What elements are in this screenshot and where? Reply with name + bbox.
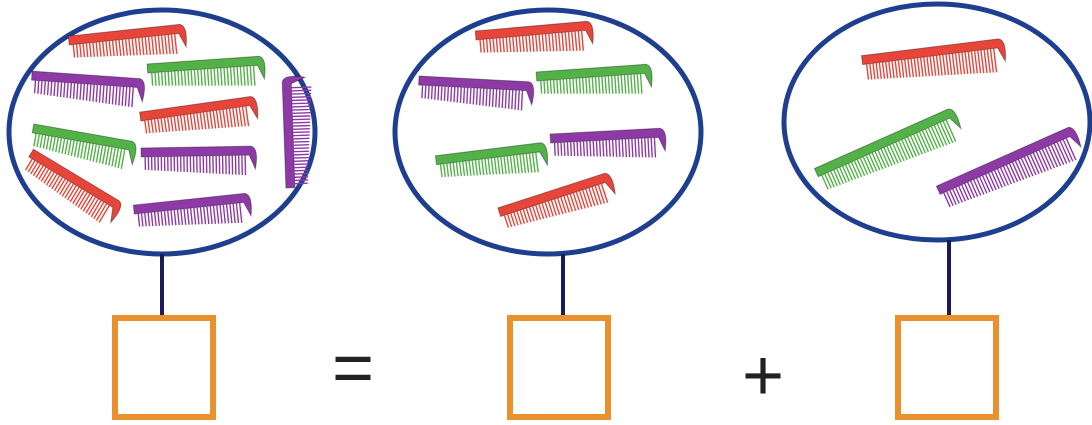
comb-icon [140, 145, 257, 176]
group-part-one [392, 7, 704, 420]
comb-icon [67, 23, 187, 58]
combs-total [24, 23, 312, 227]
comb-icon [31, 123, 137, 169]
group-total [6, 7, 318, 420]
plus-sign: + [742, 336, 784, 416]
comb-icon [474, 20, 594, 53]
answer-box-part-one[interactable] [507, 315, 611, 420]
comb-icon [497, 172, 616, 228]
answer-box-total[interactable] [112, 315, 216, 420]
comb-icon [281, 75, 312, 189]
group-part-two [781, 1, 1092, 420]
combs-part-one [418, 20, 667, 228]
equals-sign: = [332, 328, 374, 408]
comb-icon [418, 75, 535, 111]
answer-box-part-two[interactable] [895, 315, 999, 420]
comb-icon [138, 95, 259, 134]
comb-icon [935, 127, 1082, 208]
comb-icon [24, 148, 122, 225]
comb-icon [434, 142, 549, 178]
comb-icon [132, 192, 252, 227]
comb-icon [860, 38, 1006, 80]
comb-icon [146, 55, 266, 86]
comb-icon [549, 127, 667, 158]
comb-icon [535, 63, 653, 94]
combs-part-two [813, 38, 1082, 208]
comb-icon [813, 108, 962, 190]
comb-icon [30, 70, 145, 108]
